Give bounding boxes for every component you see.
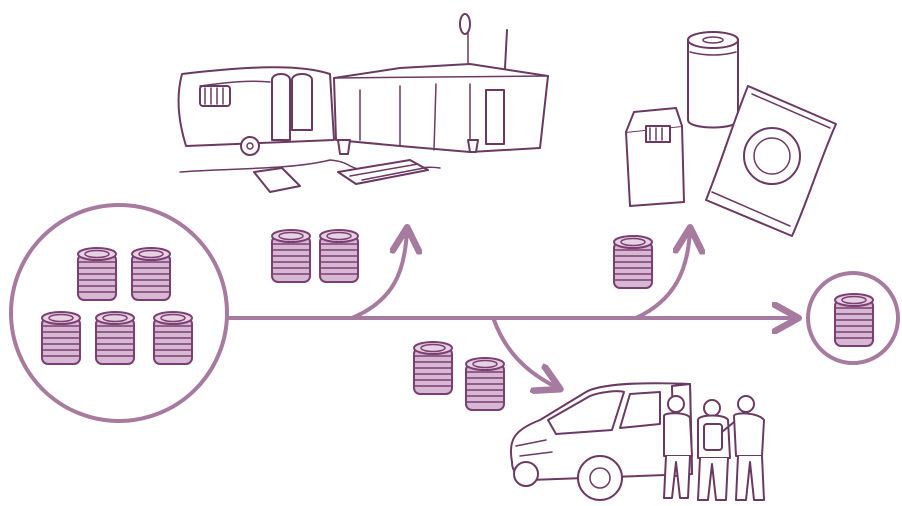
consumables-cost-stacks (613, 235, 653, 289)
worker-figure (697, 399, 731, 501)
flow-lines (226, 230, 796, 388)
van-workers-icon (509, 382, 765, 501)
coin-stack (77, 247, 117, 301)
worker-figure (663, 395, 693, 499)
housing-cost-stacks (271, 229, 359, 283)
coin-stack (41, 311, 81, 365)
consumables-branch-arrow (634, 230, 690, 320)
coin-stack (153, 311, 193, 365)
transport-cost-stacks (413, 341, 505, 411)
worker-figure (721, 395, 765, 501)
coin-stack (834, 293, 874, 347)
transport-branch-arrow (492, 318, 558, 388)
coin-stack (131, 247, 171, 301)
remaining-money-circle (806, 271, 900, 365)
coin-stack (95, 311, 135, 365)
housing-branch-arrow (350, 230, 407, 320)
source-money-circle (9, 203, 229, 423)
coin-stack (465, 357, 505, 411)
cigarettes-soda-snack-icon (625, 31, 837, 237)
coin-stack (271, 229, 311, 283)
caravan-shack-icon (177, 13, 549, 193)
coin-stack (319, 229, 359, 283)
coin-stack (613, 235, 653, 289)
coin-stack (413, 341, 453, 395)
